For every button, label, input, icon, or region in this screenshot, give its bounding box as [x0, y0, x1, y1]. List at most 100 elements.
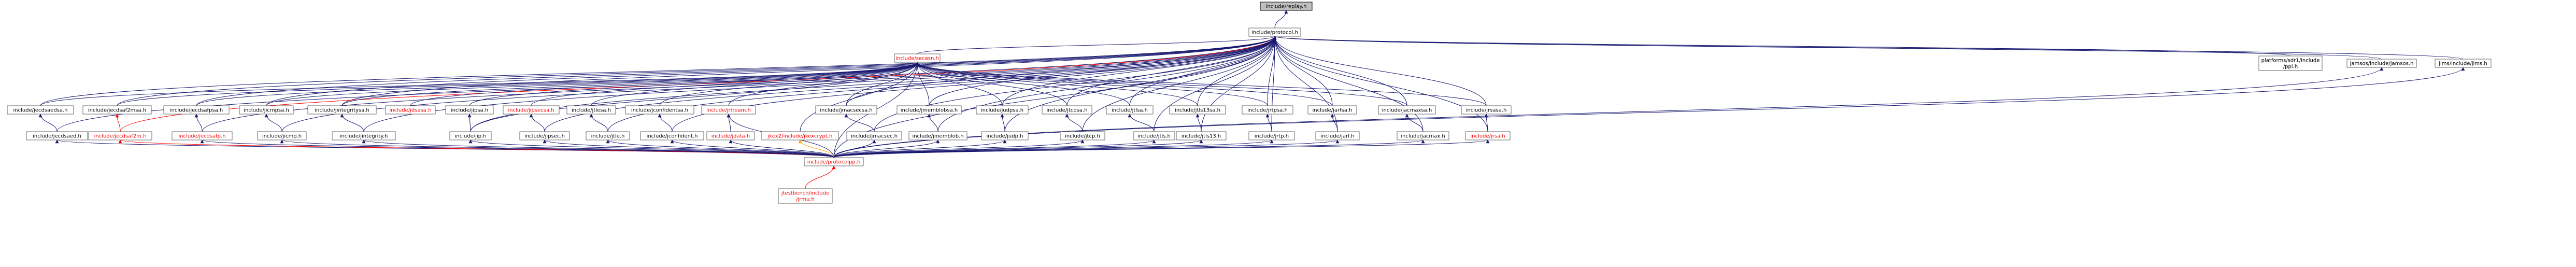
node-jtcpsa[interactable]: include/jtcpsa.h: [1042, 105, 1092, 115]
node-jconfidentsa[interactable]: include/jconfidentsa.h: [625, 105, 694, 115]
node-box: [1176, 131, 1227, 140]
nodes-layer: include/replay.h include/protocol.h includ…: [7, 2, 2492, 204]
node-label: jtestbench/include: [781, 191, 829, 196]
node-label: include/protocolpp.h: [807, 160, 861, 165]
edge-jicmp-to-protocolpp: [280, 139, 834, 158]
node-jecdsaedsa[interactable]: include/jecdsaedsa.h: [7, 105, 74, 115]
node-jintegritysa[interactable]: include/jintegritysa.h: [307, 105, 377, 115]
node-jecdsafp[interactable]: include/jecdsafp.h: [172, 131, 233, 140]
node-platform[interactable]: platforms/sdr1/include/ppl.h: [2258, 55, 2323, 71]
node-jarfsa[interactable]: include/jarfsa.h: [1307, 105, 1357, 115]
node-jintegrity[interactable]: include/jintegrity.h: [332, 131, 396, 140]
node-label: include/jrtream.h: [706, 108, 751, 114]
node-secasn[interactable]: include/secasn.h: [894, 53, 941, 63]
node-box: [908, 131, 967, 140]
node-label: include/jtls13sa.h: [1175, 108, 1220, 114]
node-jecdsafpsa[interactable]: include/jecdsafpsa.h: [163, 105, 230, 115]
node-label: include/jintegritysa.h: [315, 108, 369, 114]
node-jdsasa[interactable]: include/jdsasa.h: [385, 105, 436, 115]
edge-protocol-to-platform: [1273, 36, 2291, 57]
node-jarf[interactable]: include/jarf.h: [1315, 131, 1360, 140]
node-jicmpsa[interactable]: include/jicmpsa.h: [239, 105, 294, 115]
node-box: [2435, 59, 2492, 68]
edge-protocol-to-jtls13sa: [1197, 36, 1277, 106]
edge-jdata-to-protocolpp: [729, 139, 834, 158]
node-jmemblob[interactable]: include/jmemblob.h: [908, 131, 967, 140]
node-jipsecsa[interactable]: include/jipsecsa.h: [503, 105, 560, 115]
edge-protocol-to-jarfsa: [1273, 36, 1333, 106]
node-label: include/jmemblobsa.h: [901, 108, 958, 114]
node-jipsec[interactable]: include/jipsec.h: [519, 131, 570, 140]
node-jicmp[interactable]: include/jicmp.h: [257, 131, 307, 140]
node-label: include/jecdsaf2msa.h: [88, 108, 146, 114]
node-judp[interactable]: include/judp.h: [981, 131, 1029, 140]
node-jtlesa[interactable]: include/jtlesa.h: [566, 105, 616, 115]
node-judpsa[interactable]: include/judpsa.h: [976, 105, 1029, 115]
edge-jrsa-to-protocolpp: [833, 139, 1490, 158]
node-jlms_inc[interactable]: jlms/include/jlms.h: [2435, 59, 2492, 68]
node-jipsa[interactable]: include/jipsa.h: [445, 105, 494, 115]
node-jrsa[interactable]: include/jrsa.h: [1465, 131, 1511, 140]
node-box: [1042, 105, 1092, 115]
node-jrtpsa[interactable]: include/jrtpsa.h: [1242, 105, 1293, 115]
node-box: [26, 131, 88, 140]
node-protocol[interactable]: include/protocol.h: [1248, 27, 1301, 37]
node-box: [804, 157, 864, 166]
edge-jecdsaedsa-to-jecdsaed: [38, 114, 58, 132]
node-label: include/jdsasa.h: [390, 108, 432, 114]
node-jecdsaf2m[interactable]: include/jecdsaf2m.h: [88, 131, 152, 140]
edge-protocol-to-jtls13: [1201, 36, 1277, 132]
node-label: include/jarf.h: [1321, 134, 1355, 139]
node-label: include/replay.h: [1266, 4, 1307, 10]
node-jmemblobsa[interactable]: include/jmemblobsa.h: [896, 105, 962, 115]
node-jip[interactable]: include/jip.h: [449, 131, 492, 140]
node-jecdsaed[interactable]: include/jecdsaed.h: [26, 131, 88, 140]
node-protocolpp[interactable]: include/protocolpp.h: [804, 157, 864, 166]
edge-jkexcrypt-to-protocolpp: [798, 139, 834, 158]
node-jecdsaf2msa[interactable]: include/jecdsaf2msa.h: [82, 105, 152, 115]
node-jmacsec[interactable]: include/jmacsec.h: [846, 131, 902, 140]
node-box: [815, 105, 877, 115]
edge-protocol-to-jacmax: [1273, 36, 1424, 132]
edge-protocol-to-jrtp: [1271, 36, 1277, 132]
edge-jtle-to-protocolpp: [606, 139, 834, 158]
edge-jip-to-protocolpp: [468, 139, 834, 158]
edge-protocol-to-jtle: [607, 36, 1277, 132]
node-label: include/jmemblob.h: [912, 134, 963, 139]
node-jamsos_inc[interactable]: jamsos/include/jamsos.h: [2346, 59, 2417, 68]
node-jmacsecsa[interactable]: include/jmacsecsa.h: [815, 105, 877, 115]
edge-protocol-to-jtlsa: [1129, 36, 1277, 106]
edge-secasn-to-jtlsa: [915, 62, 1130, 106]
node-jrmu[interactable]: jtestbench/include/jrmu.h: [778, 188, 833, 204]
edge-jarfsa-to-jarf: [1330, 114, 1338, 132]
node-jtls[interactable]: include/jtls.h: [1133, 131, 1175, 140]
edge-judpsa-to-judp: [1000, 114, 1005, 132]
node-label: include/jipsec.h: [524, 134, 565, 139]
node-jtls13[interactable]: include/jtls13.h: [1176, 131, 1227, 140]
edge-jecdsafpsa-to-jecdsafp: [194, 114, 203, 132]
edge-secasn-to-jrsasa: [915, 62, 1487, 106]
node-jrtream[interactable]: include/jrtream.h: [701, 105, 756, 115]
node-box: [1248, 131, 1295, 140]
node-jrsasa[interactable]: include/jrsasa.h: [1461, 105, 1512, 115]
node-jtcp[interactable]: include/jtcp.h: [1060, 131, 1105, 140]
node-label: jkex2/include/jkexcrypt.h: [767, 134, 833, 139]
node-jtls13sa[interactable]: include/jtls13sa.h: [1169, 105, 1226, 115]
node-jconfident[interactable]: include/jconfident.h: [640, 131, 704, 140]
node-jacmax[interactable]: include/jacmax.h: [1397, 131, 1449, 140]
node-jtle[interactable]: include/jtle.h: [586, 131, 630, 140]
edge-secasn-to-jkexcrypt: [800, 62, 919, 132]
edge-jipsa-to-jip: [467, 114, 472, 132]
node-jrtp[interactable]: include/jrtp.h: [1248, 131, 1295, 140]
node-box: [1397, 131, 1449, 140]
node-jacmaxsa[interactable]: include/jacmaxsa.h: [1378, 105, 1436, 115]
edge-jtlsa-to-jtls: [1128, 114, 1155, 132]
edge-protocol-to-jconfident: [672, 36, 1277, 132]
node-label: include/jacmax.h: [1401, 134, 1445, 139]
node-jdata[interactable]: include/jdata.h: [706, 131, 755, 140]
node-jtlsa[interactable]: include/jtlsa.h: [1106, 105, 1154, 115]
node-jkexcrypt[interactable]: jkex2/include/jkexcrypt.h: [761, 131, 839, 140]
node-label: include/jtlesa.h: [572, 108, 611, 114]
edge-secasn-to-judpsa: [915, 62, 1003, 106]
